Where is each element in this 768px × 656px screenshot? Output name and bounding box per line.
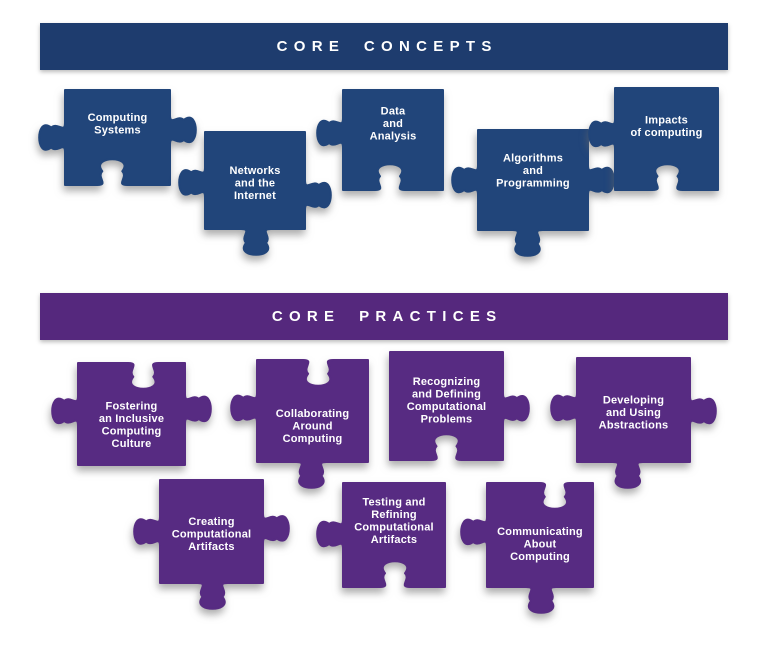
puzzle-piece-shape [550, 357, 717, 489]
puzzle-piece-shape [51, 362, 212, 466]
puzzle-piece-shape [588, 87, 719, 191]
puzzle-piece-shape [316, 482, 446, 588]
puzzle-piece-shape [230, 359, 369, 489]
puzzle-piece-shape [316, 89, 444, 191]
core-practices-banner: CORE PRACTICES [40, 293, 728, 340]
puzzle-piece-shape [389, 351, 530, 461]
puzzle-piece-shape [133, 479, 290, 610]
core-practices-title: CORE PRACTICES [271, 308, 503, 325]
puzzle-piece-shape [178, 131, 332, 256]
puzzle-piece-shape [38, 89, 197, 186]
puzzle-piece-shape [460, 482, 594, 614]
puzzle-piece-shape [451, 129, 615, 257]
core-concepts-title: CORE CONCEPTS [276, 38, 498, 55]
core-concepts-banner: CORE CONCEPTS [40, 23, 728, 70]
